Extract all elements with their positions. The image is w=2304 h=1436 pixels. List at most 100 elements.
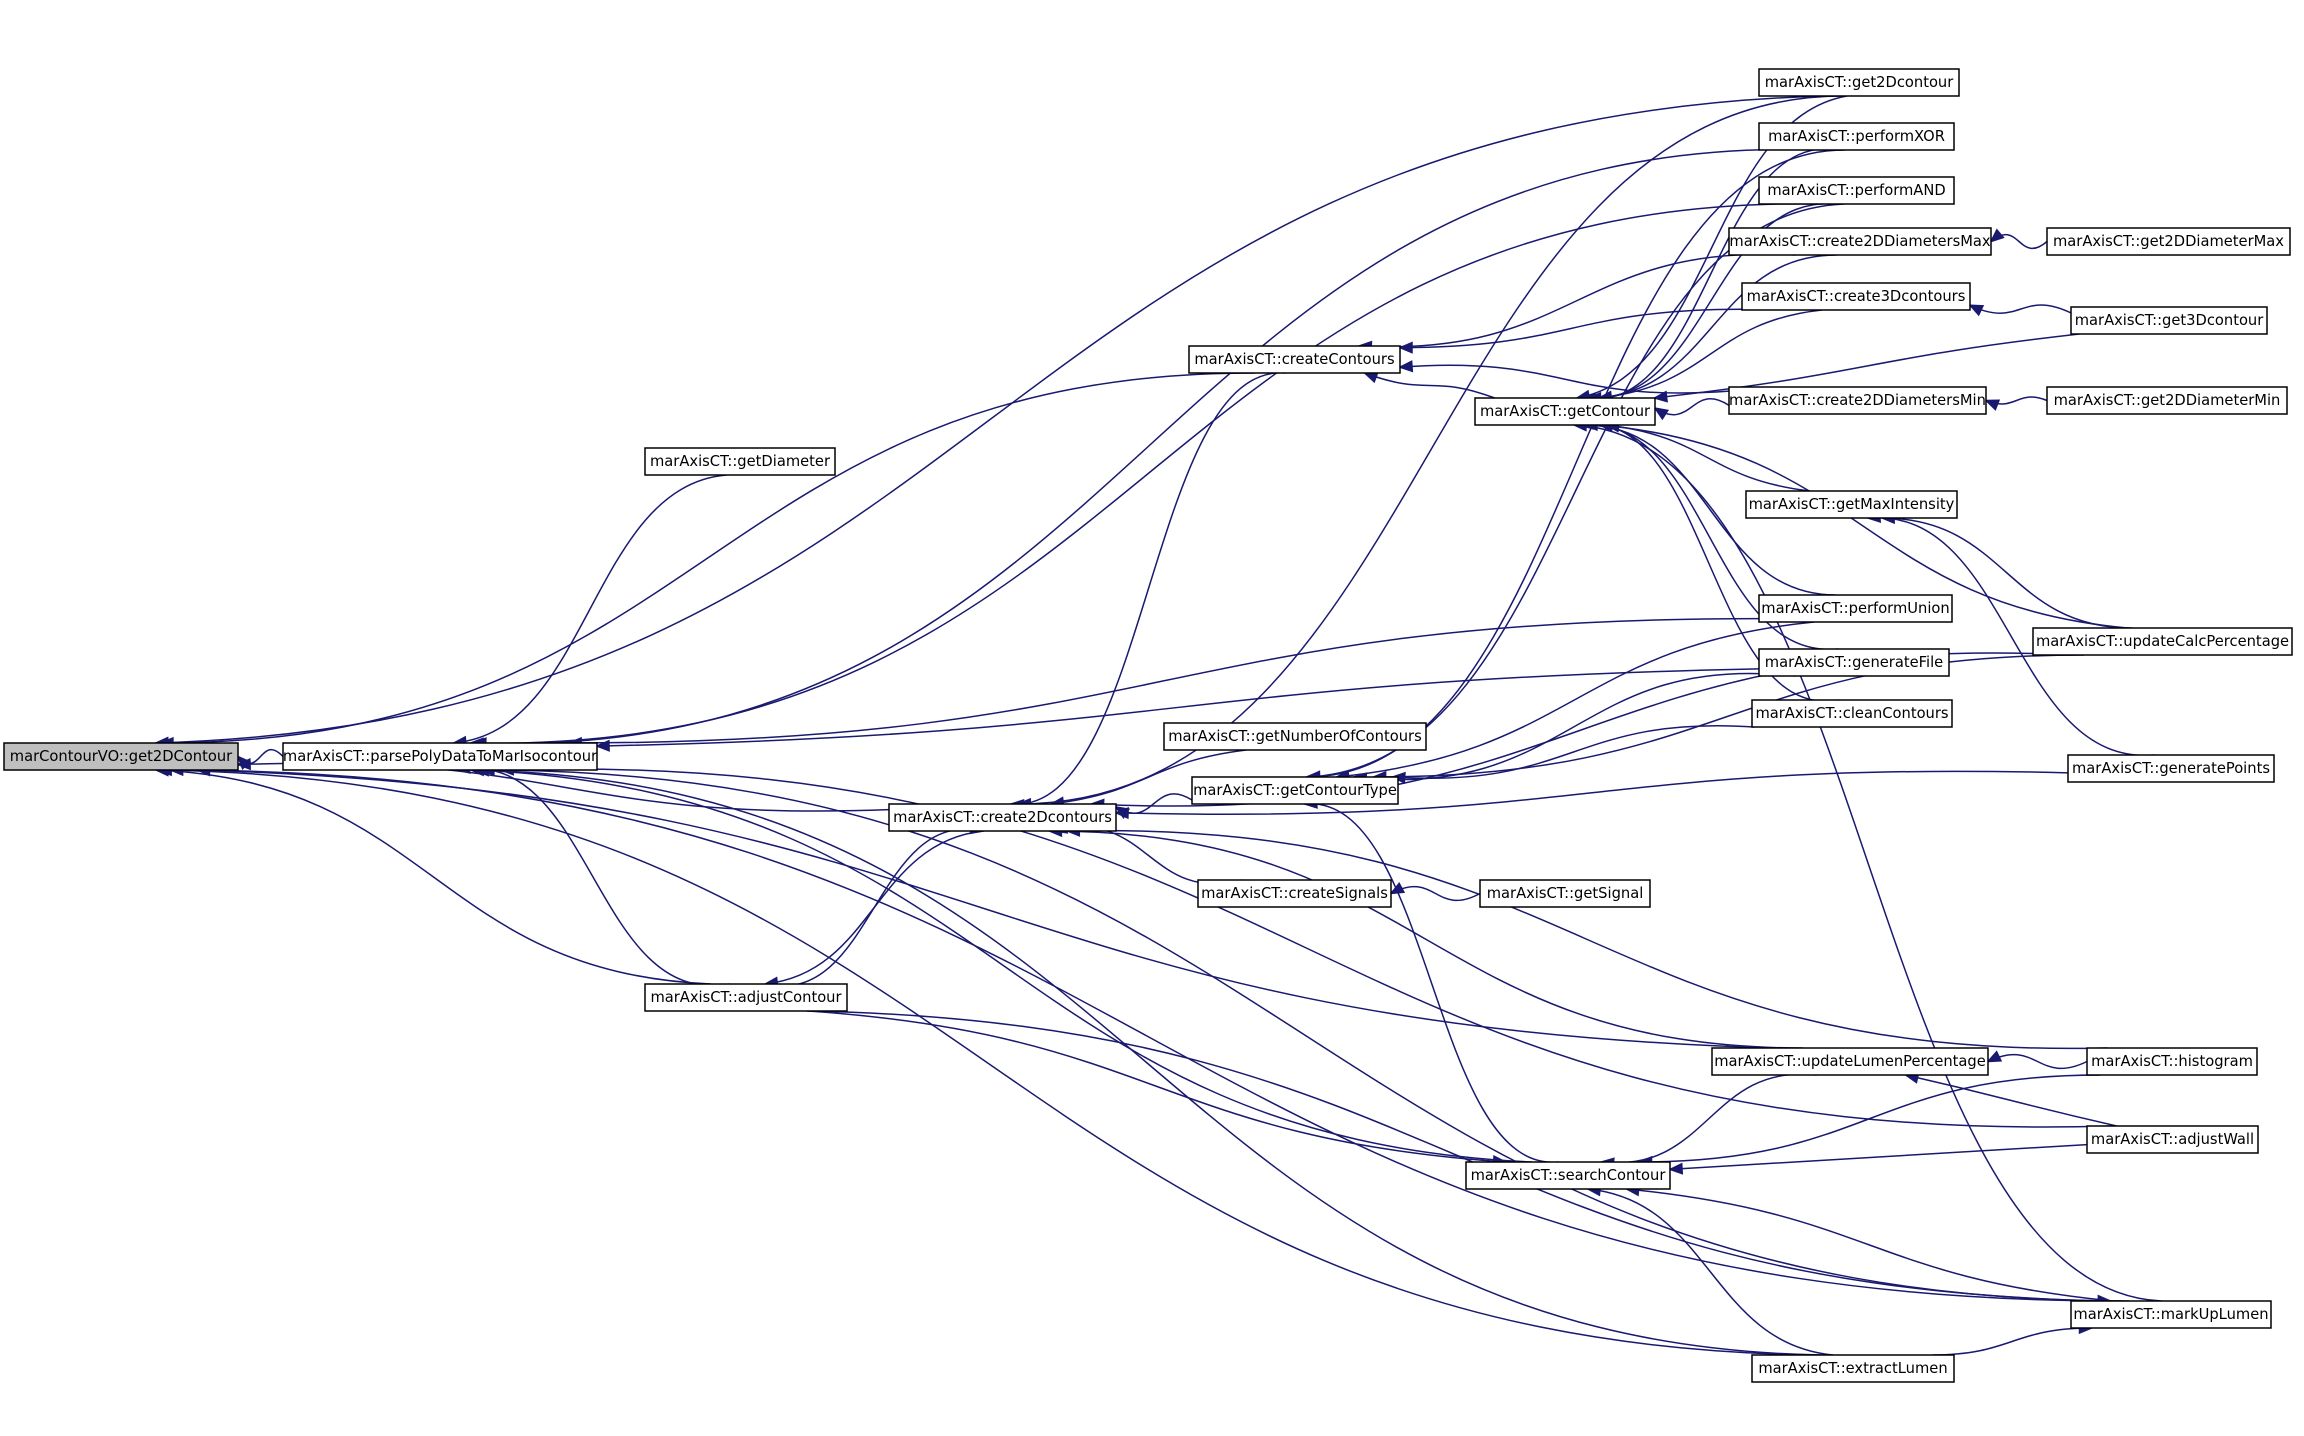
node-getContour[interactable]: marAxisCT::getContour xyxy=(1474,397,1656,426)
node-label: marAxisCT::get2Dcontour xyxy=(1765,74,1955,91)
node-label: marAxisCT::getDiameter xyxy=(650,453,831,470)
edge-performUnion-to-getContourType xyxy=(1336,621,1814,778)
node-label: marAxisCT::updateLumenPercentage xyxy=(1714,1053,1986,1070)
edge-performAND-to-getContour xyxy=(1582,202,1839,400)
node-box xyxy=(1758,176,1955,205)
edge-extractLumen-to-parsePolyData xyxy=(471,769,1822,1356)
edge-updateCalcPercentage-to-getContourType xyxy=(1373,654,2084,778)
edge-generatePoints-to-create2Dcontours xyxy=(1115,770,2069,815)
node-box xyxy=(1728,227,1992,256)
node-box xyxy=(1758,594,1953,623)
node-getSignal[interactable]: marAxisCT::getSignal xyxy=(1479,879,1651,908)
edge-performXOR-to-getContour xyxy=(1579,147,1843,401)
node-box xyxy=(2086,1047,2258,1076)
edge-markUpLumen-to-parsePolyData xyxy=(481,769,2130,1302)
node-get3Dcontour[interactable]: marAxisCT::get3Dcontour xyxy=(2070,306,2268,335)
edge-adjustContour-to-create2Dcontours xyxy=(765,828,984,987)
edge-generatePoints-to-getMaxIntensity xyxy=(1867,517,2155,756)
node-label: marAxisCT::extractLumen xyxy=(1758,1360,1947,1377)
node-box xyxy=(282,742,598,771)
node-create3Dcontours[interactable]: marAxisCT::create3Dcontours xyxy=(1741,282,1971,311)
node-label: marAxisCT::get3Dcontour xyxy=(2075,312,2265,329)
node-box xyxy=(1745,490,1958,519)
node-label: marAxisCT::generateFile xyxy=(1765,654,1943,671)
edge-adjustContour-to-searchContour xyxy=(808,1010,1506,1163)
node-label: marAxisCT::create3Dcontours xyxy=(1747,288,1966,305)
node-updateLumenPercentage[interactable]: marAxisCT::updateLumenPercentage xyxy=(1711,1047,1989,1076)
edge-updateLumenPercentage-to-searchContour xyxy=(1601,1073,1817,1164)
node-getNumberOfContours[interactable]: marAxisCT::getNumberOfContours xyxy=(1163,722,1427,751)
node-create2DDiametersMin[interactable]: marAxisCT::create2DDiametersMin xyxy=(1728,386,1987,415)
arrowhead-get2DDiameterMax-to-create2DDiametersMax xyxy=(1989,228,2005,243)
edge-create2DDiametersMax-to-createContours xyxy=(1359,253,1796,348)
node-generateFile[interactable]: marAxisCT::generateFile xyxy=(1758,648,1950,677)
edge-markUpLumen-to-searchContour xyxy=(1626,1188,2113,1302)
node-parsePolyData[interactable]: marAxisCT::parsePolyDataToMarIsocontour xyxy=(282,742,598,771)
edge-get2Dcontour-to-create2Dcontours xyxy=(1018,95,1844,805)
node-box xyxy=(1751,1354,1955,1383)
node-performUnion[interactable]: marAxisCT::performUnion xyxy=(1758,594,1953,623)
edge-extractLumen-to-get2DContour xyxy=(159,769,1815,1356)
edge-cleanContours-to-getContour xyxy=(1577,422,1840,703)
node-performAND[interactable]: marAxisCT::performAND xyxy=(1758,176,1955,205)
node-label: marAxisCT::histogram xyxy=(2091,1053,2253,1070)
node-box xyxy=(1474,397,1656,426)
edge-getSignal-to-createSignals xyxy=(1390,885,1481,902)
node-label: marAxisCT::performAND xyxy=(1767,182,1945,199)
edge-cleanContours-to-getContourType xyxy=(1392,725,1755,779)
node-getContourType[interactable]: marAxisCT::getContourType xyxy=(1191,776,1399,805)
arrowhead-get2DDiameterMin-to-create2DDiametersMin xyxy=(1984,399,2001,411)
edge-performUnion-to-parsePolyData xyxy=(569,617,1760,744)
node-getMaxIntensity[interactable]: marAxisCT::getMaxIntensity xyxy=(1745,490,1958,519)
node-box xyxy=(1758,648,1950,677)
node-get2Dcontour[interactable]: marAxisCT::get2Dcontour xyxy=(1758,68,1960,97)
node-get2DDiameterMin[interactable]: marAxisCT::get2DDiameterMin xyxy=(2046,386,2288,415)
edge-adjustContour-to-get2DContour xyxy=(155,769,712,985)
node-performXOR[interactable]: marAxisCT::performXOR xyxy=(1758,122,1955,151)
edge-searchContour-to-getContourType xyxy=(1304,803,1559,1163)
arrowhead-adjustWall-to-searchContour xyxy=(1668,1162,1684,1175)
node-label: marAxisCT::get2DDiameterMax xyxy=(2053,233,2284,250)
node-box xyxy=(2086,1125,2259,1154)
node-box xyxy=(1711,1047,1989,1076)
arrowhead-get3Dcontour-to-getContour xyxy=(1652,390,1668,403)
edge-updateCalcPercentage-to-getMaxIntensity xyxy=(1882,517,2132,629)
node-createSignals[interactable]: marAxisCT::createSignals xyxy=(1197,879,1392,908)
node-box xyxy=(888,803,1117,832)
node-label: marAxisCT::create2DDiametersMin xyxy=(1729,392,1986,409)
node-create2DDiametersMax[interactable]: marAxisCT::create2DDiametersMax xyxy=(1728,227,1992,256)
node-histogram[interactable]: marAxisCT::histogram xyxy=(2086,1047,2258,1076)
edge-getContour-to-createContours xyxy=(1364,372,1496,399)
node-extractLumen[interactable]: marAxisCT::extractLumen xyxy=(1751,1354,1955,1383)
edge-adjustWall-to-updateLumenPercentage xyxy=(1905,1074,2117,1127)
node-updateCalcPercentage[interactable]: marAxisCT::updateCalcPercentage xyxy=(2032,627,2293,656)
edge-generateFile-to-parsePolyData xyxy=(596,668,1760,747)
node-box xyxy=(2046,386,2288,415)
node-create2Dcontours[interactable]: marAxisCT::create2Dcontours xyxy=(888,803,1117,832)
node-searchContour[interactable]: marAxisCT::searchContour xyxy=(1465,1161,1671,1190)
node-label: marAxisCT::getContour xyxy=(1480,403,1651,420)
arrowhead-create2Dcontours-to-get2DContour xyxy=(236,758,251,771)
node-label: marAxisCT::searchContour xyxy=(1471,1167,1667,1184)
node-label: marAxisCT::cleanContours xyxy=(1755,705,1948,722)
node-markUpLumen[interactable]: marAxisCT::markUpLumen xyxy=(2070,1300,2272,1329)
node-generatePoints[interactable]: marAxisCT::generatePoints xyxy=(2067,754,2275,783)
node-label: marAxisCT::adjustContour xyxy=(650,989,842,1006)
edge-extractLumen-to-markUpLumen xyxy=(1932,1327,2092,1356)
node-label: marAxisCT::create2Dcontours xyxy=(893,809,1112,826)
node-get2DContour[interactable]: marContourVO::get2DContour xyxy=(3,742,239,771)
edge-adjustWall-to-parsePolyData xyxy=(501,768,2112,1128)
edge-histogram-to-searchContour xyxy=(1639,1074,2101,1163)
node-get2DDiameterMax[interactable]: marAxisCT::get2DDiameterMax xyxy=(2046,227,2291,256)
edge-create3Dcontours-to-createContours xyxy=(1399,308,1743,349)
edge-updateCalcPercentage-to-getContour xyxy=(1600,424,2128,629)
node-label: marAxisCT::adjustWall xyxy=(2091,1131,2254,1148)
node-cleanContours[interactable]: marAxisCT::cleanContours xyxy=(1751,699,1953,728)
node-adjustContour[interactable]: marAxisCT::adjustContour xyxy=(644,983,848,1012)
edge-get2Dcontour-to-get2DContour xyxy=(155,95,1825,744)
node-getDiameter[interactable]: marAxisCT::getDiameter xyxy=(644,447,836,476)
node-label: marAxisCT::createContours xyxy=(1194,351,1394,368)
node-adjustWall[interactable]: marAxisCT::adjustWall xyxy=(2086,1125,2259,1154)
node-createContours[interactable]: marAxisCT::createContours xyxy=(1188,345,1401,374)
